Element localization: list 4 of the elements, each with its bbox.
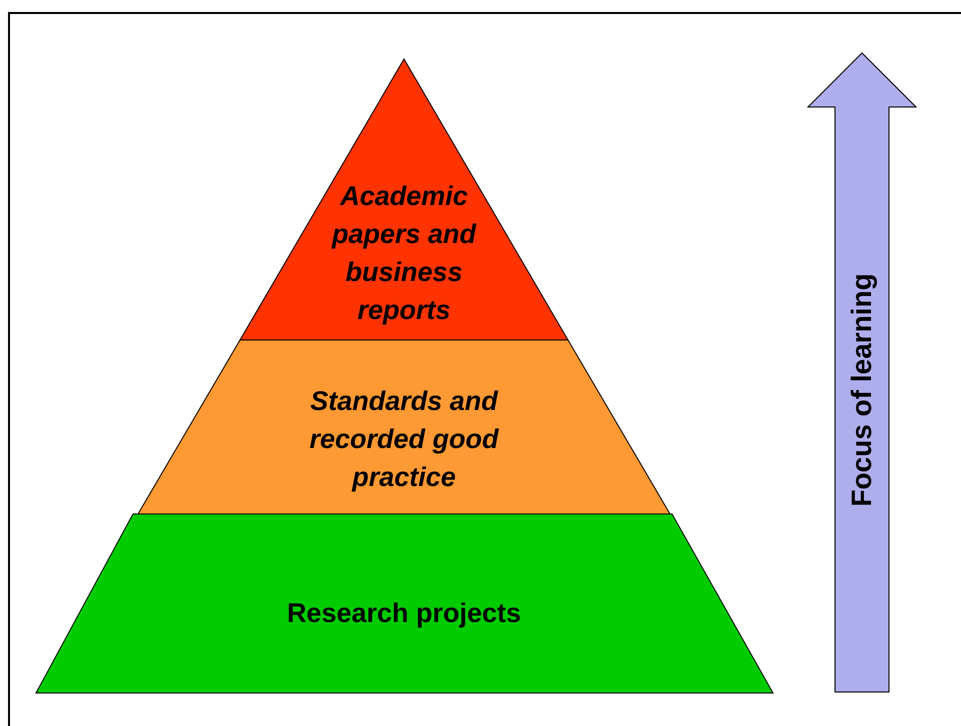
tier-label: Standards and recorded good practice	[308, 385, 500, 494]
arrow-label: Focus of learning	[845, 273, 878, 507]
tier-label: Academic papers and business reports	[330, 180, 478, 327]
tier-label: Research projects	[286, 597, 522, 630]
